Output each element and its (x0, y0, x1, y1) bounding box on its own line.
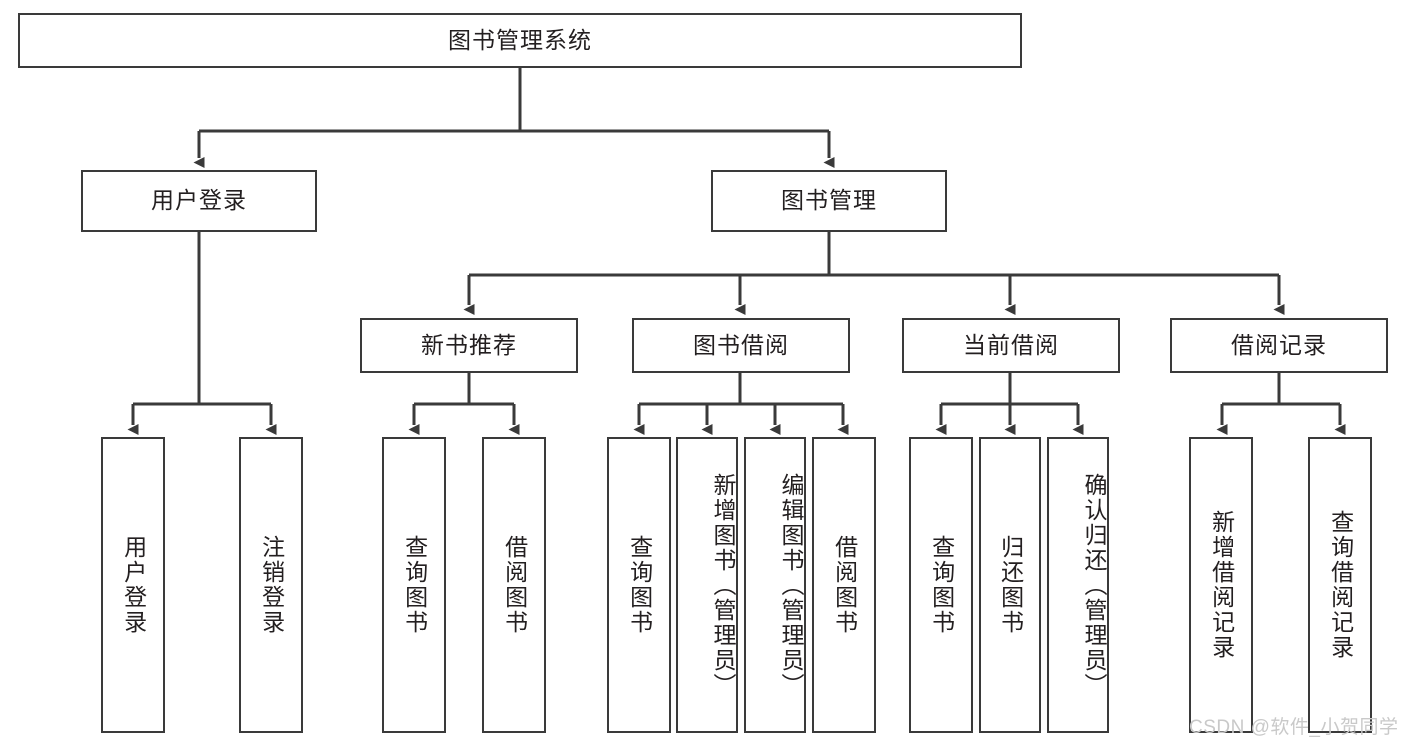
leaf-return-book-label: 归还图书 (997, 535, 1024, 635)
leaf-add-record[interactable]: 新增借阅记录 (1189, 437, 1253, 733)
node-book-borrow[interactable]: 图书借阅 (632, 318, 850, 373)
leaf-query-book-1-label: 查询图书 (401, 535, 428, 635)
leaf-query-book-2-label: 查询图书 (626, 535, 653, 635)
leaf-confirm-return-label: 确认归还（管理员） (1081, 472, 1107, 698)
csdn-watermark: CSDN @软件_小贺同学 (1189, 717, 1399, 738)
leaf-borrow-book-1[interactable]: 借阅图书 (482, 437, 546, 733)
node-root-label: 图书管理系统 (448, 26, 592, 53)
leaf-user-login-label: 用户登录 (120, 535, 147, 635)
leaf-query-book-3-label: 查询图书 (928, 535, 955, 635)
node-user-login[interactable]: 用户登录 (81, 170, 317, 232)
leaf-add-record-label: 新增借阅记录 (1208, 510, 1235, 660)
node-new-book-recommend-label: 新书推荐 (421, 331, 517, 358)
leaf-edit-book-label: 编辑图书（管理员） (778, 472, 804, 698)
leaf-borrow-book-2[interactable]: 借阅图书 (812, 437, 876, 733)
leaf-edit-book[interactable]: 编辑图书（管理员） (744, 437, 806, 733)
leaf-query-record-label: 查询借阅记录 (1327, 510, 1354, 660)
node-book-manage[interactable]: 图书管理 (711, 170, 947, 232)
leaf-query-record[interactable]: 查询借阅记录 (1308, 437, 1372, 733)
node-new-book-recommend[interactable]: 新书推荐 (360, 318, 578, 373)
node-current-borrow[interactable]: 当前借阅 (902, 318, 1120, 373)
node-book-manage-label: 图书管理 (781, 187, 877, 214)
node-user-login-label: 用户登录 (151, 187, 247, 214)
node-root[interactable]: 图书管理系统 (18, 13, 1022, 68)
node-borrow-record[interactable]: 借阅记录 (1170, 318, 1388, 373)
leaf-borrow-book-2-label: 借阅图书 (831, 535, 858, 635)
leaf-confirm-return[interactable]: 确认归还（管理员） (1047, 437, 1109, 733)
leaf-add-book-label: 新增图书（管理员） (710, 472, 736, 698)
leaf-query-book-2[interactable]: 查询图书 (607, 437, 671, 733)
leaf-add-book[interactable]: 新增图书（管理员） (676, 437, 738, 733)
leaf-return-book[interactable]: 归还图书 (979, 437, 1041, 733)
leaf-logout-label: 注销登录 (258, 535, 285, 635)
leaf-borrow-book-1-label: 借阅图书 (501, 535, 528, 635)
leaf-user-login[interactable]: 用户登录 (101, 437, 165, 733)
node-borrow-record-label: 借阅记录 (1231, 331, 1327, 358)
node-current-borrow-label: 当前借阅 (963, 331, 1059, 358)
leaf-logout[interactable]: 注销登录 (239, 437, 303, 733)
leaf-query-book-1[interactable]: 查询图书 (382, 437, 446, 733)
leaf-query-book-3[interactable]: 查询图书 (909, 437, 973, 733)
node-book-borrow-label: 图书借阅 (693, 331, 789, 358)
